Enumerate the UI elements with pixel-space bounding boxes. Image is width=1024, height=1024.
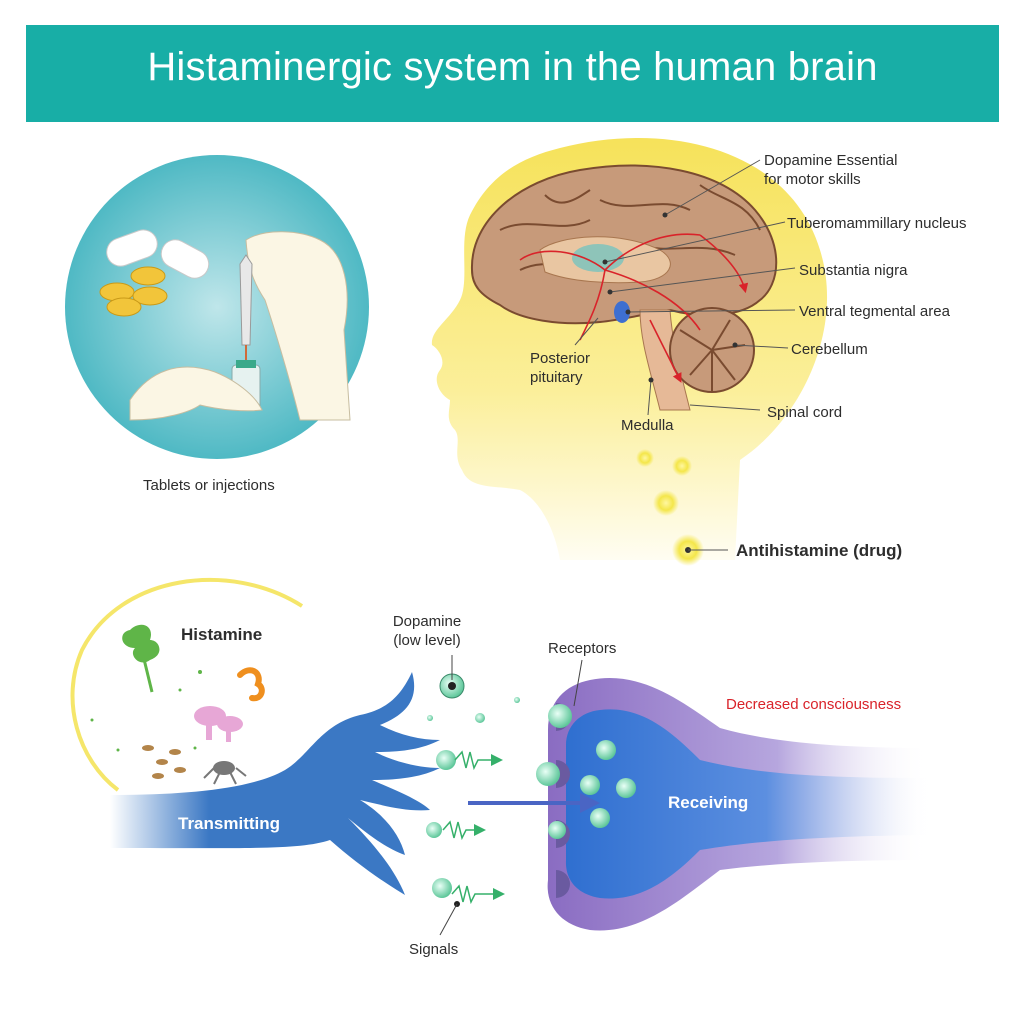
transmitting-neuron [110,672,440,895]
label-transmitting: Transmitting [178,814,281,833]
label-medulla: Medulla [621,417,674,434]
label-dopamine-low-line2: (low level) [393,632,461,649]
synaptic-signals [426,655,600,936]
label-ventral-tegmental: Ventral tegmental area [799,303,950,320]
page-title: Histaminergic system in the human brain [147,45,878,89]
label-receiving: Receiving [668,793,749,812]
label-posterior-pituitary-line2: pituitary [530,369,583,386]
label-tuberomammillary: Tuberomammillary nucleus [787,215,967,232]
label-signals: Signals [409,941,459,958]
label-dopamine-motor-line1: Dopamine Essential [764,152,898,169]
delivery-caption: Tablets or injections [143,477,275,494]
label-decreased-consciousness: Decreased consciousness [726,696,902,713]
label-histamine: Histamine [181,625,263,644]
label-substantia-nigra: Substantia nigra [799,262,908,279]
head-illustration [431,138,828,566]
histamine-sources-illustration [70,578,304,792]
label-spinal-cord: Spinal cord [767,404,843,421]
receiving-neuron [536,678,930,931]
label-posterior-pituitary-line1: Posterior [530,350,591,367]
title-banner: Histaminergic system in the human brain [26,25,999,122]
label-receptors: Receptors [548,640,617,657]
label-dopamine-low-line1: Dopamine [392,613,462,630]
tablets-injection-illustration [65,155,369,459]
label-antihistamine: Antihistamine (drug) [736,541,903,560]
label-cerebellum: Cerebellum [791,341,868,358]
label-dopamine-motor-line2: for motor skills [764,171,861,188]
